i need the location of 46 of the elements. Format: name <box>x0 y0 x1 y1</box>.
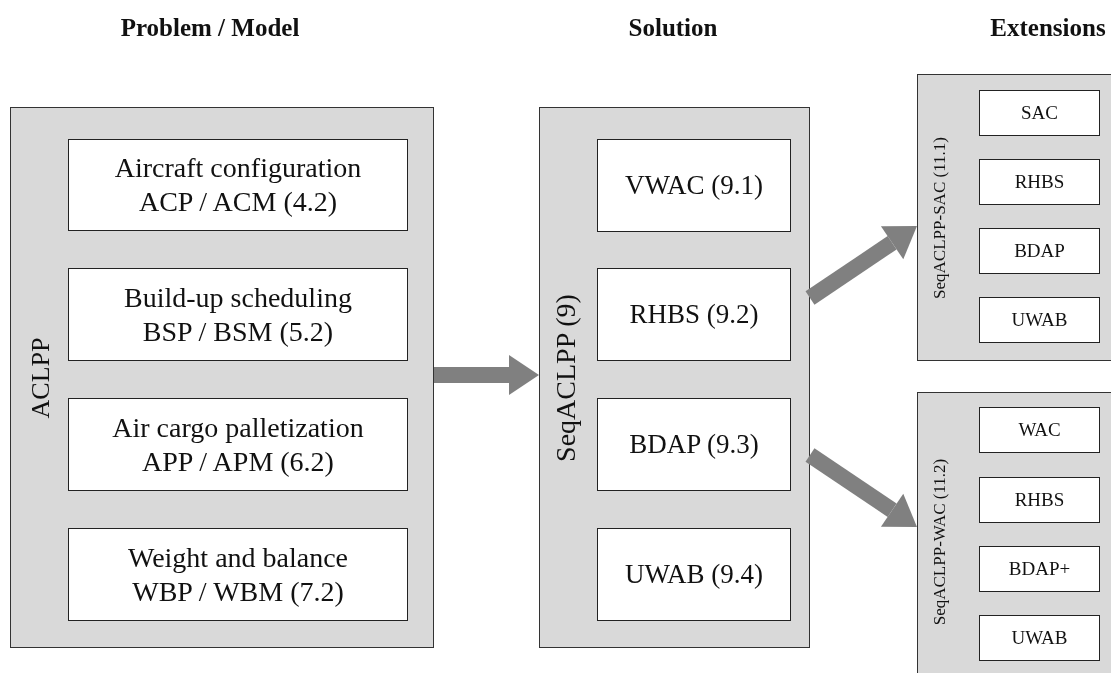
box-text: RHBS <box>1014 488 1065 512</box>
box-text: UWAB (9.4) <box>625 558 763 591</box>
process-box <box>979 90 1100 136</box>
box-text: Build-up scheduling BSP / BSM (5.2) <box>123 280 353 349</box>
process-box <box>597 528 791 621</box>
arrow <box>805 226 917 305</box>
box-text: WAC <box>1018 418 1061 442</box>
box-text: Air cargo palletization APP / APM (6.2) <box>111 410 365 479</box>
group-panel <box>917 74 1111 361</box>
process-box <box>597 398 791 491</box>
box-text: RHBS <box>1014 170 1065 194</box>
group-panel <box>539 107 810 648</box>
process-box <box>979 228 1100 274</box>
process-box <box>68 398 408 491</box>
group-panel <box>10 107 434 648</box>
process-box <box>979 407 1100 453</box>
process-box <box>979 297 1100 343</box>
process-box <box>597 139 791 232</box>
process-box <box>979 159 1100 205</box>
panel-title: SeqACLPP-WAC (11.2) <box>930 458 950 626</box>
process-box <box>979 477 1100 523</box>
panel-title: SeqACLPP (9) <box>550 293 582 462</box>
process-box <box>597 268 791 361</box>
group-panel <box>917 392 1111 673</box>
box-text: SAC <box>1021 101 1058 125</box>
box-text: VWAC (9.1) <box>625 169 763 202</box>
box-text: UWAB <box>1011 308 1068 332</box>
box-text: UWAB <box>1011 626 1068 650</box>
arrow <box>805 448 917 527</box>
arrow <box>434 355 539 395</box>
box-text: BDAP <box>1014 239 1065 263</box>
process-box <box>979 615 1100 661</box>
column-heading: Problem / Model <box>120 14 300 42</box>
panel-title: SeqACLPP-SAC (11.1) <box>930 136 950 299</box>
box-text: BDAP+ <box>1008 557 1071 581</box>
process-box <box>68 139 408 231</box>
panel-title: ACLPP <box>26 337 56 418</box>
column-heading: Extensions <box>990 14 1106 42</box>
column-heading: Solution <box>628 14 718 42</box>
box-text: BDAP (9.3) <box>629 428 759 461</box>
process-box <box>979 546 1100 592</box>
box-text: Aircraft configuration ACP / ACM (4.2) <box>113 151 363 219</box>
process-box <box>68 268 408 361</box>
box-text: Weight and balance WBP / WBM (7.2) <box>126 540 350 609</box>
process-box <box>68 528 408 621</box>
box-text: RHBS (9.2) <box>629 298 759 331</box>
